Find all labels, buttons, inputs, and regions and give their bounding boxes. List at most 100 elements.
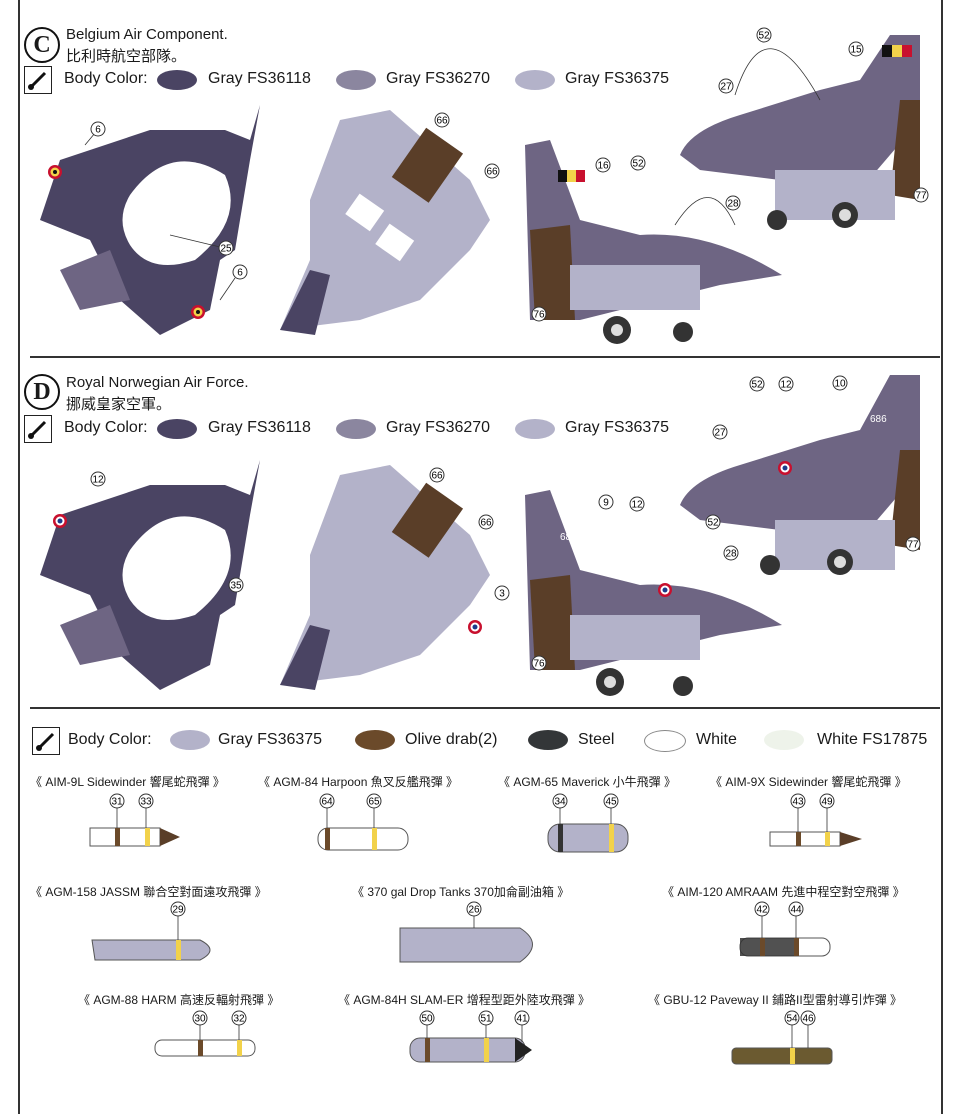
callout-number: 27 [720,82,732,93]
callout-number: 50 [421,1014,433,1025]
swatch-label: Gray FS36375 [565,70,670,87]
tail-code: 686 [560,532,577,543]
swatch-gray-36270 [336,419,376,439]
callout-number: 35 [230,581,242,592]
section-divider-bottom [30,707,940,709]
callout-number: 66 [436,116,448,127]
callout-number: 44 [790,905,802,916]
gbu12-drawing [731,1025,833,1065]
swatch-gray-36270 [336,70,376,90]
callout-number: 10 [834,379,846,390]
left-border [18,0,20,1114]
weapon-title-agm65: 《 AGM-65 Maverick 小牛飛彈 》 [498,775,677,789]
agm88-drawing [154,1025,256,1057]
tail-code: 686 [870,414,887,425]
agm84-drawing [317,808,409,851]
drop-tank-drawing [399,915,533,963]
agm84h-drawing [409,1025,532,1063]
aircraft-top-view: 6 25 6 [40,105,260,335]
callout-number: 43 [792,797,804,808]
section-title-en: Belgium Air Component. [66,26,228,43]
swatch-steel [528,730,568,750]
swatch-white [644,730,686,752]
callout-number: 33 [140,797,152,808]
callout-number: 9 [603,498,609,509]
callout-number: 52 [632,159,644,170]
aircraft-top-view: 12 35 [40,460,260,690]
callout-number: 66 [431,471,443,482]
callout-number: 15 [850,45,862,56]
callout-number: 12 [631,500,643,511]
callout-number: 30 [194,1014,206,1025]
agm158-drawing [91,915,211,961]
callout-number: 54 [786,1014,798,1025]
weapon-title-drop-tank: 《 370 gal Drop Tanks 370加侖副油箱 》 [352,885,570,899]
swatch-gray-36375 [170,730,210,750]
swatch-label: Olive drab(2) [405,731,498,748]
swatch-label: White [696,731,737,748]
callout-number: 77 [907,540,919,551]
body-color-label: Body Color: [68,731,152,748]
weapon-title-gbu12: 《 GBU-12 Paveway II 鋪路II型雷射導引炸彈 》 [648,993,903,1007]
callout-number: 34 [554,797,566,808]
swatch-label: Gray FS36375 [218,731,323,748]
callout-number: 6 [95,125,101,136]
callout-number: 25 [220,244,232,255]
callout-number: 31 [111,797,123,808]
callout-number: 28 [725,549,737,560]
swatch-gray-36118 [157,419,197,439]
callout-number: 52 [751,380,763,391]
aim120-drawing [739,915,831,957]
swatch-gray-36118 [157,70,197,90]
callout-number: 51 [480,1014,492,1025]
callout-number: 66 [480,518,492,529]
callout-number: 52 [707,518,719,529]
swatch-white-17875 [764,730,804,750]
aircraft-side-views: 52 15 27 16 52 28 77 76 [525,27,929,344]
swatch-gray-36375 [515,70,555,90]
callout-number: 65 [368,797,380,808]
body-color-label: Body Color: [64,419,148,436]
callout-number: 46 [802,1014,814,1025]
section-divider-top [30,356,940,358]
brush-icon [24,415,52,443]
section-letter-c: C [24,27,60,63]
swatch-label: Gray FS36270 [386,70,491,87]
agm65-drawing [547,808,629,853]
aircraft-bottom-view: 66 66 3 [280,465,510,690]
callout-number: 42 [756,905,768,916]
section-title-zh: 比利時航空部隊。 [66,47,187,65]
callout-number: 29 [172,905,184,916]
weapon-title-aim9x: 《 AIM-9X Sidewinder 響尾蛇飛彈 》 [710,775,907,789]
callout-number: 16 [597,161,609,172]
callout-number: 6 [237,268,243,279]
callout-number: 28 [727,199,739,210]
swatch-label: Gray FS36118 [208,419,311,436]
brush-icon [24,66,52,94]
aim9l-drawing [89,808,180,847]
callout-number: 3 [499,589,505,600]
weapon-title-aim120: 《 AIM-120 AMRAAM 先進中程空對空飛彈 》 [662,885,905,899]
section-title-zh: 挪威皇家空軍。 [66,395,172,413]
callout-number: 77 [915,191,927,202]
callout-number: 12 [780,380,792,391]
swatch-label: Gray FS36375 [565,419,670,436]
swatch-gray-36375 [515,419,555,439]
callout-number: 52 [758,31,770,42]
weapon-title-agm84h: 《 AGM-84H SLAM-ER 增程型距外陸攻飛彈 》 [338,993,591,1007]
callout-number: 45 [605,797,617,808]
callout-number: 66 [486,167,498,178]
callout-number: 27 [714,428,726,439]
weapon-title-agm88: 《 AGM-88 HARM 高速反輻射飛彈 》 [78,993,280,1007]
weapon-title-agm158: 《 AGM-158 JASSM 聯合空對面遠攻飛彈 》 [30,885,267,899]
right-border [941,0,943,1114]
section-title-en: Royal Norwegian Air Force. [66,374,249,391]
brush-icon [32,727,60,755]
swatch-label: Steel [578,731,615,748]
callout-number: 32 [233,1014,245,1025]
swatch-label: Gray FS36270 [386,419,491,436]
aircraft-bottom-view: 66 66 [280,110,500,335]
callout-number: 41 [516,1014,528,1025]
callout-number: 12 [92,475,104,486]
callout-number: 26 [468,905,480,916]
